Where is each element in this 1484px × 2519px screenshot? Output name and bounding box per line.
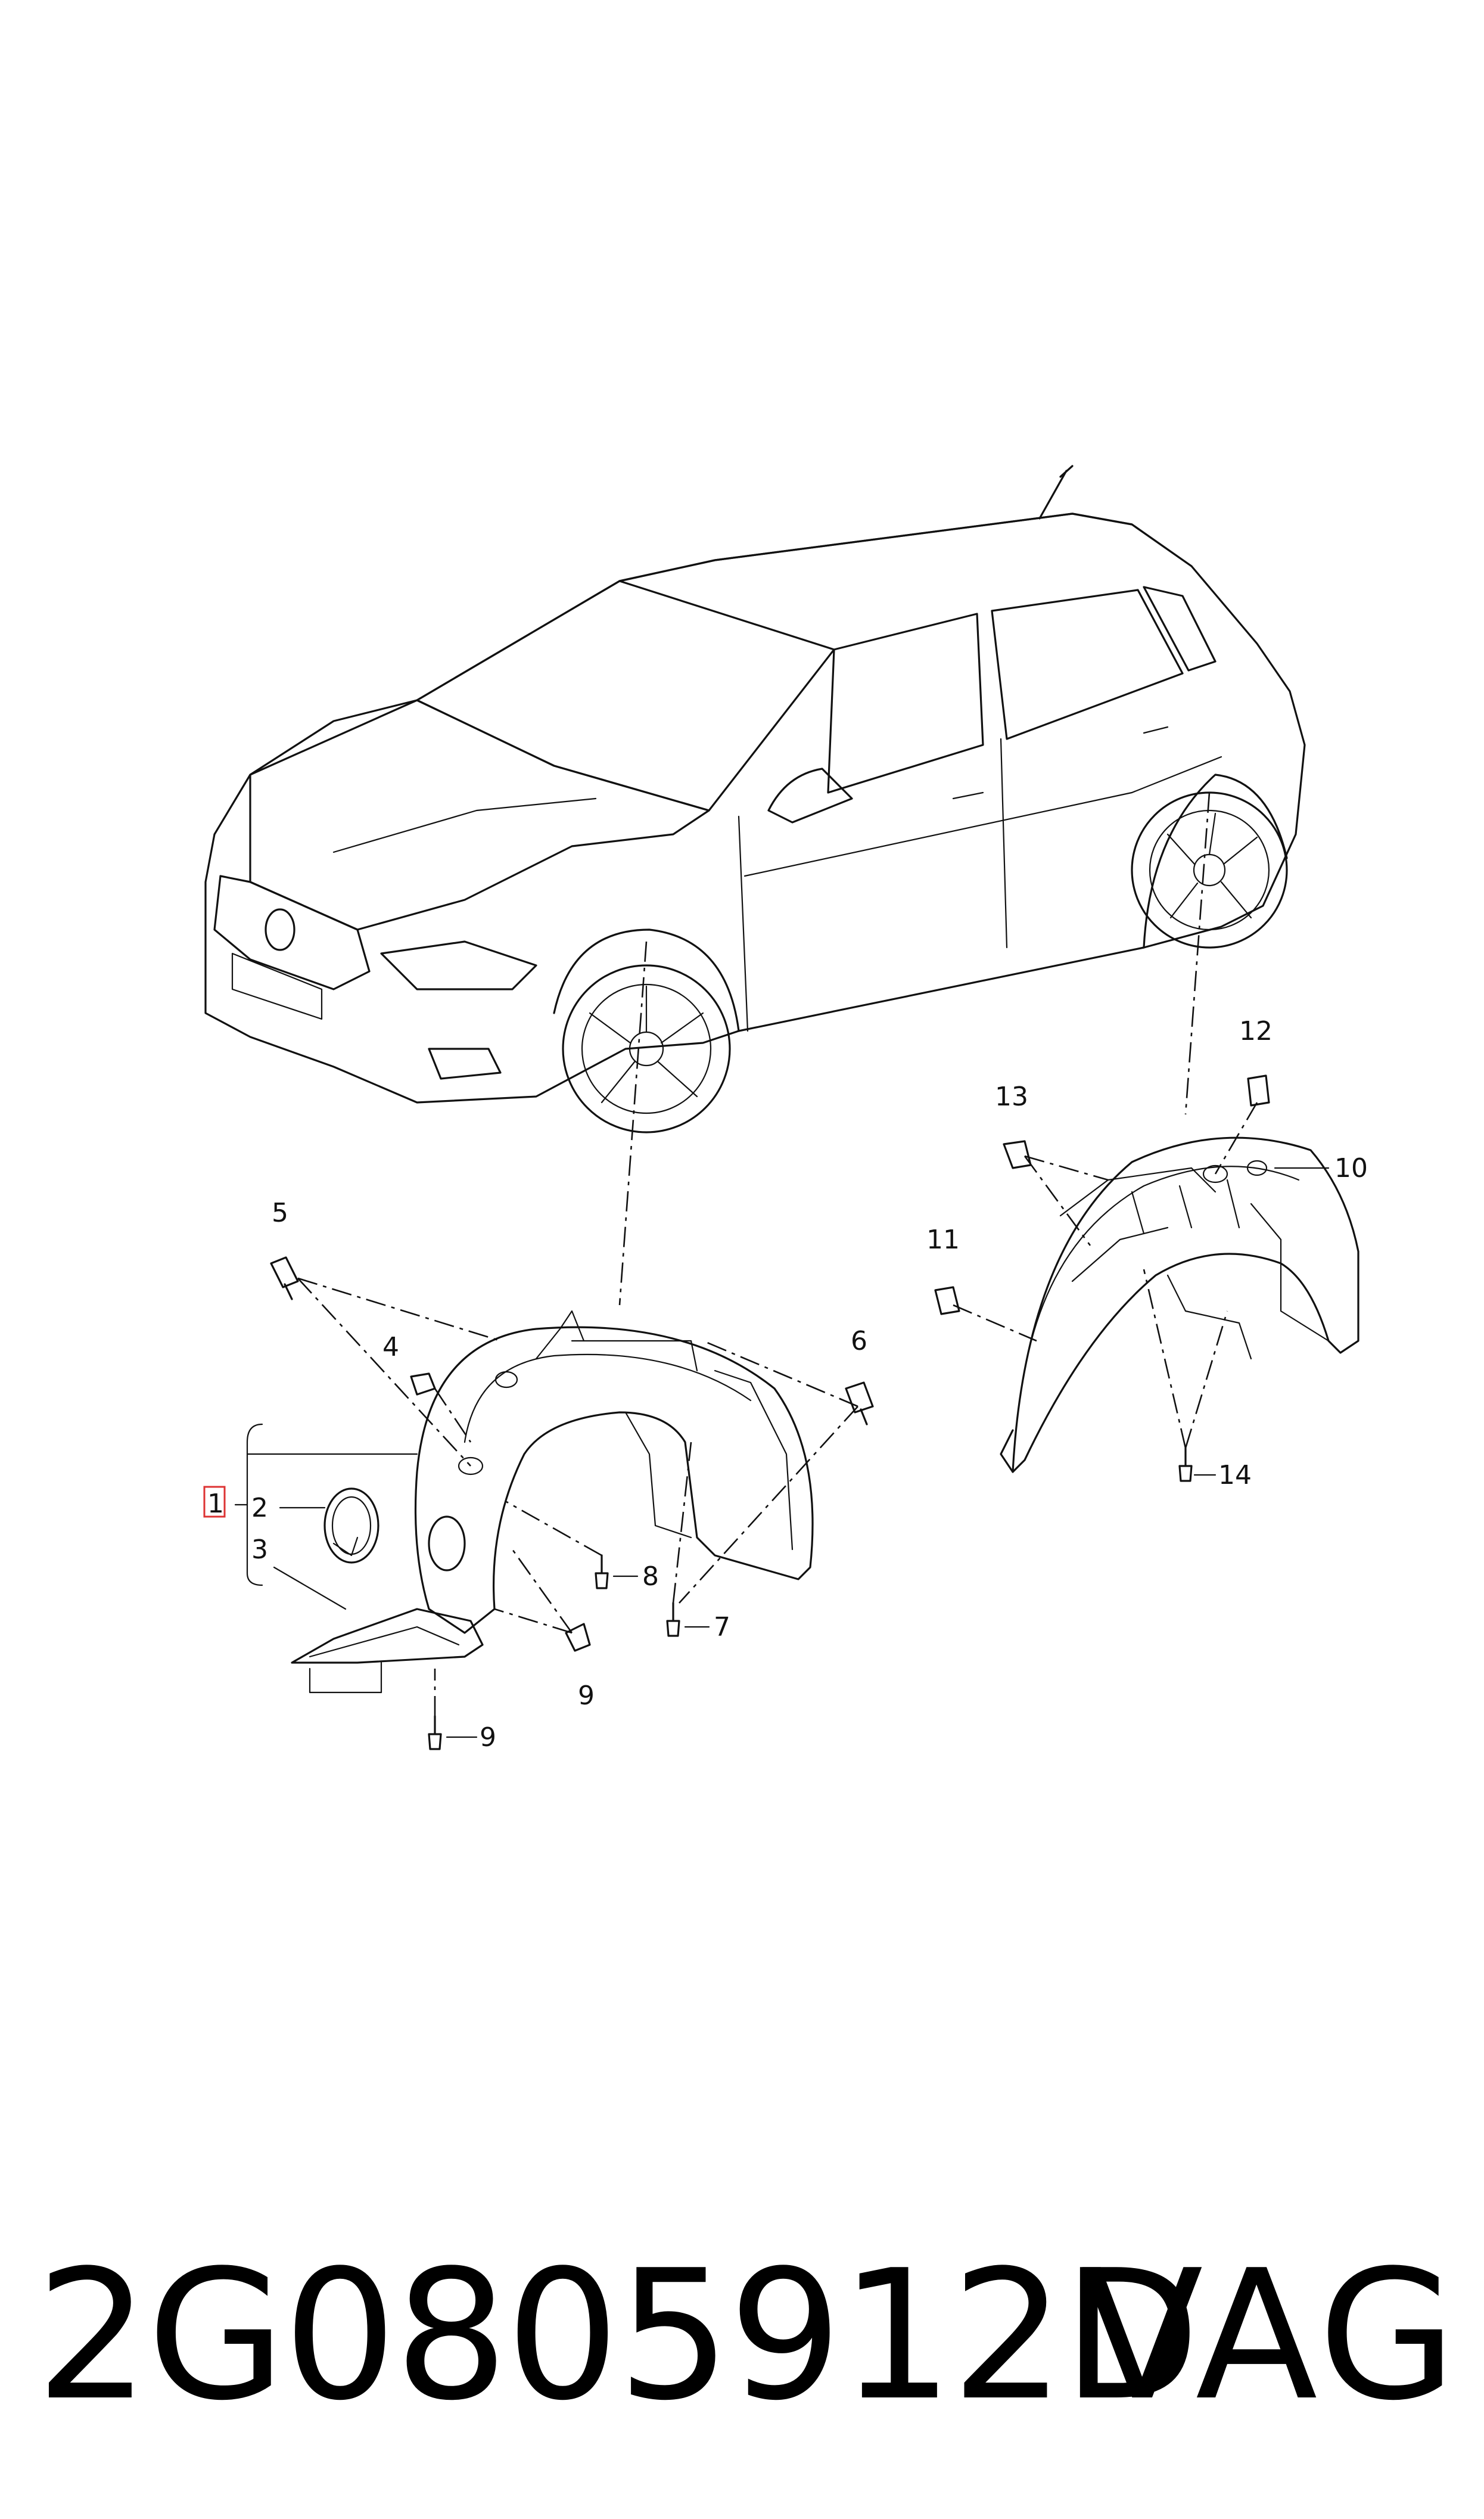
callout-4: 4 [382,1332,399,1362]
callout-10: 10 [1334,1153,1368,1184]
brand-name: VAG [1081,2232,1460,2440]
callout-12: 12 [1239,1016,1273,1046]
leader-lines [234,792,1330,1738]
callout-13: 13 [995,1082,1028,1112]
callout-labels: 1 2 3 4 5 6 7 8 9 9 10 11 12 13 14 [203,1016,1368,1753]
front-wheel-housing-liner [291,1310,814,1664]
callout-8: 8 [642,1561,659,1592]
exploded-parts-diagram: 1 2 3 4 5 6 7 8 9 9 10 11 12 13 14 [203,465,1368,1753]
callout-1-highlight [203,1486,226,1518]
callout-9-bottom: 9 [480,1722,496,1753]
callout-11: 11 [926,1225,960,1255]
callout-5: 5 [272,1198,288,1228]
part-number: 2G0805912D [36,2232,1200,2440]
callout-1: 1 [207,1489,224,1519]
callout-14: 14 [1218,1460,1252,1490]
callout-2: 2 [251,1493,268,1523]
callout-3: 3 [251,1535,268,1565]
rear-wheel-housing-liner [1000,1136,1359,1473]
car-illustration [204,465,1306,1133]
part-footer: 2G0805912D VAG [0,2223,1484,2449]
callout-6: 6 [851,1326,867,1356]
callout-9-right: 9 [578,1681,595,1711]
callout-7: 7 [714,1612,730,1642]
